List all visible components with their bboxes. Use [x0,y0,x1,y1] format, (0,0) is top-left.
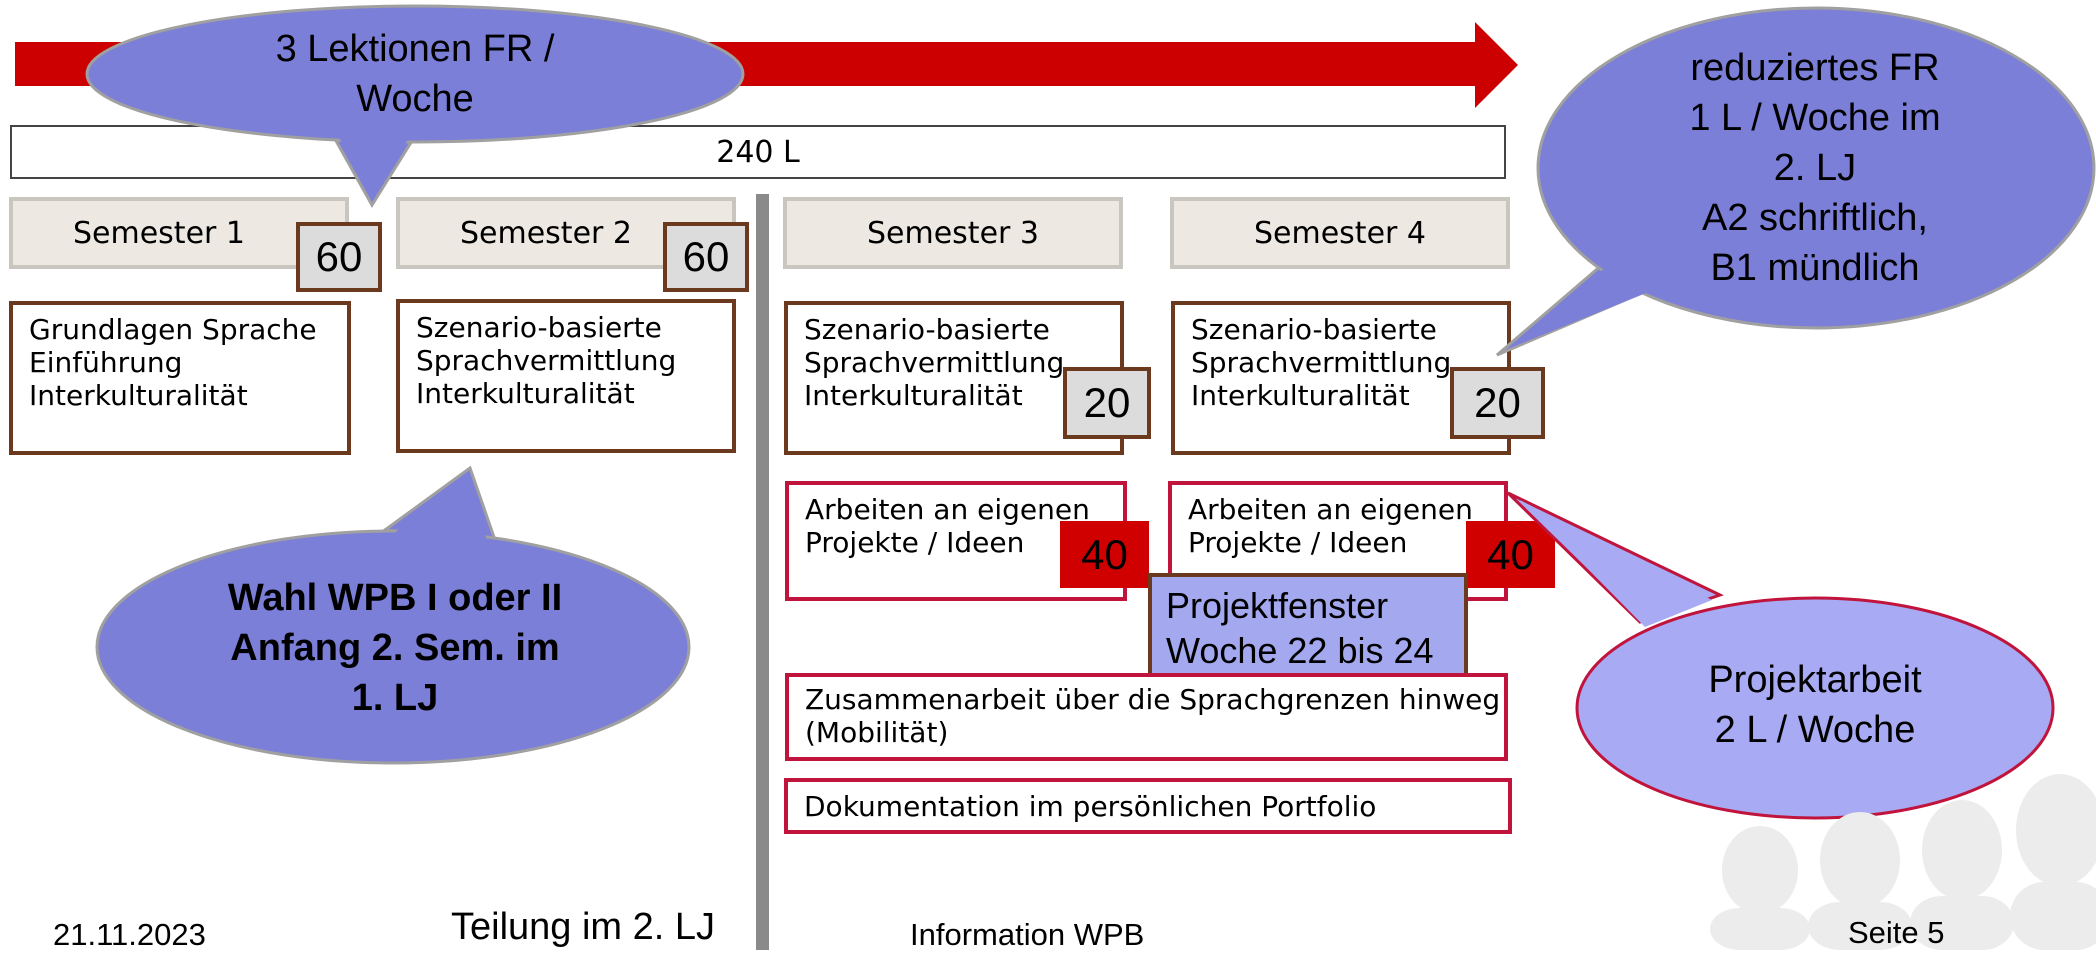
content-line: (Mobilität) [805,716,949,749]
semester-label: Semester 2 [460,215,632,251]
content-line: Arbeiten an eigenen [1188,493,1473,526]
footer-title: Information WPB [910,917,1145,952]
content-line: Szenario-basierte [1191,313,1437,346]
content-line: Sprachvermittlung [416,344,677,377]
semester-header-3: Semester 3 [783,197,1123,269]
year-divider-line [756,194,769,950]
content-line: Interkulturalität [804,379,1023,412]
total-lessons-label: 240 L [716,134,800,170]
semester-1-hours-badge: 60 [296,222,382,292]
reduced-callout-line: 2. LJ [1773,146,1857,189]
choice-callout-text: Wahl WPB I oder II Anfang 2. Sem. im 1. … [150,570,640,725]
content-line: Interkulturalität [416,377,635,410]
people-photo-decoration [1710,774,2096,950]
reduced-callout-line: reduziertes FR [1690,46,1940,89]
project-callout-text: Projektarbeit 2 L / Woche [1620,650,2010,760]
collaboration-box: Zusammenarbeit über die Sprachgrenzen hi… [785,673,1508,761]
content-line: Grundlagen Sprache [29,313,317,346]
project-callout-line: Projektarbeit [1708,659,1922,701]
content-line: Arbeiten an eigenen [805,493,1090,526]
semester-label: Semester 1 [73,215,245,251]
project-callout-line: 2 L / Woche [1714,709,1916,751]
content-line: Zusammenarbeit über die Sprachgrenzen hi… [805,683,1501,716]
content-line: Projekte / Ideen [805,526,1025,559]
documentation-box: Dokumentation im persönlichen Portfolio [784,778,1512,834]
reduced-callout-text: reduziertes FR 1 L / Woche im 2. LJ A2 s… [1600,40,2030,295]
lessons-callout-line: Woche [356,78,474,120]
content-line: Szenario-basierte [804,313,1050,346]
content-line: Szenario-basierte [416,311,662,344]
content-line: Einführung [29,346,183,379]
content-line: Sprachvermittlung [804,346,1065,379]
semester-4-hours-badge: 20 [1450,367,1545,439]
footer-page-number: Seite 5 [1848,915,1945,950]
content-line: Dokumentation im persönlichen Portfolio [804,790,1377,823]
content-line: Projekte / Ideen [1188,526,1408,559]
content-box-sem2: Szenario-basierte Sprachvermittlung Inte… [396,299,736,453]
project-sem3-hours-badge: 40 [1060,521,1149,588]
semester-2-hours-badge: 60 [663,222,749,292]
semester-label: Semester 3 [867,215,1039,251]
content-line: Sprachvermittlung [1191,346,1452,379]
content-line: Interkulturalität [1191,379,1410,412]
lessons-callout-text: 3 Lektionen FR / Woche [150,20,680,128]
project-window-line: Woche 22 bis 24 [1166,630,1434,671]
divider-label: Teilung im 2. LJ [451,906,716,948]
semester-label: Semester 4 [1254,215,1426,251]
reduced-callout-line: 1 L / Woche im [1689,96,1941,139]
project-sem4-hours-badge: 40 [1466,521,1555,588]
reduced-callout-line: A2 schriftlich, [1702,196,1928,239]
content-box-sem1: Grundlagen Sprache Einführung Interkultu… [9,301,351,455]
footer-date: 21.11.2023 [53,917,206,952]
semester-header-1: Semester 1 [9,197,349,269]
lessons-callout-line: 3 Lektionen FR / [275,28,555,70]
project-window-box: Projektfenster Woche 22 bis 24 [1148,573,1468,681]
content-line: Interkulturalität [29,379,248,412]
choice-callout-line: Wahl WPB I oder II [227,576,563,619]
semester-3-hours-badge: 20 [1063,367,1151,439]
choice-callout-line: 1. LJ [351,676,439,719]
project-window-line: Projektfenster [1166,585,1389,626]
choice-callout-line: Anfang 2. Sem. im [230,626,560,669]
semester-header-4: Semester 4 [1170,197,1510,269]
reduced-callout-line: B1 mündlich [1710,246,1920,289]
